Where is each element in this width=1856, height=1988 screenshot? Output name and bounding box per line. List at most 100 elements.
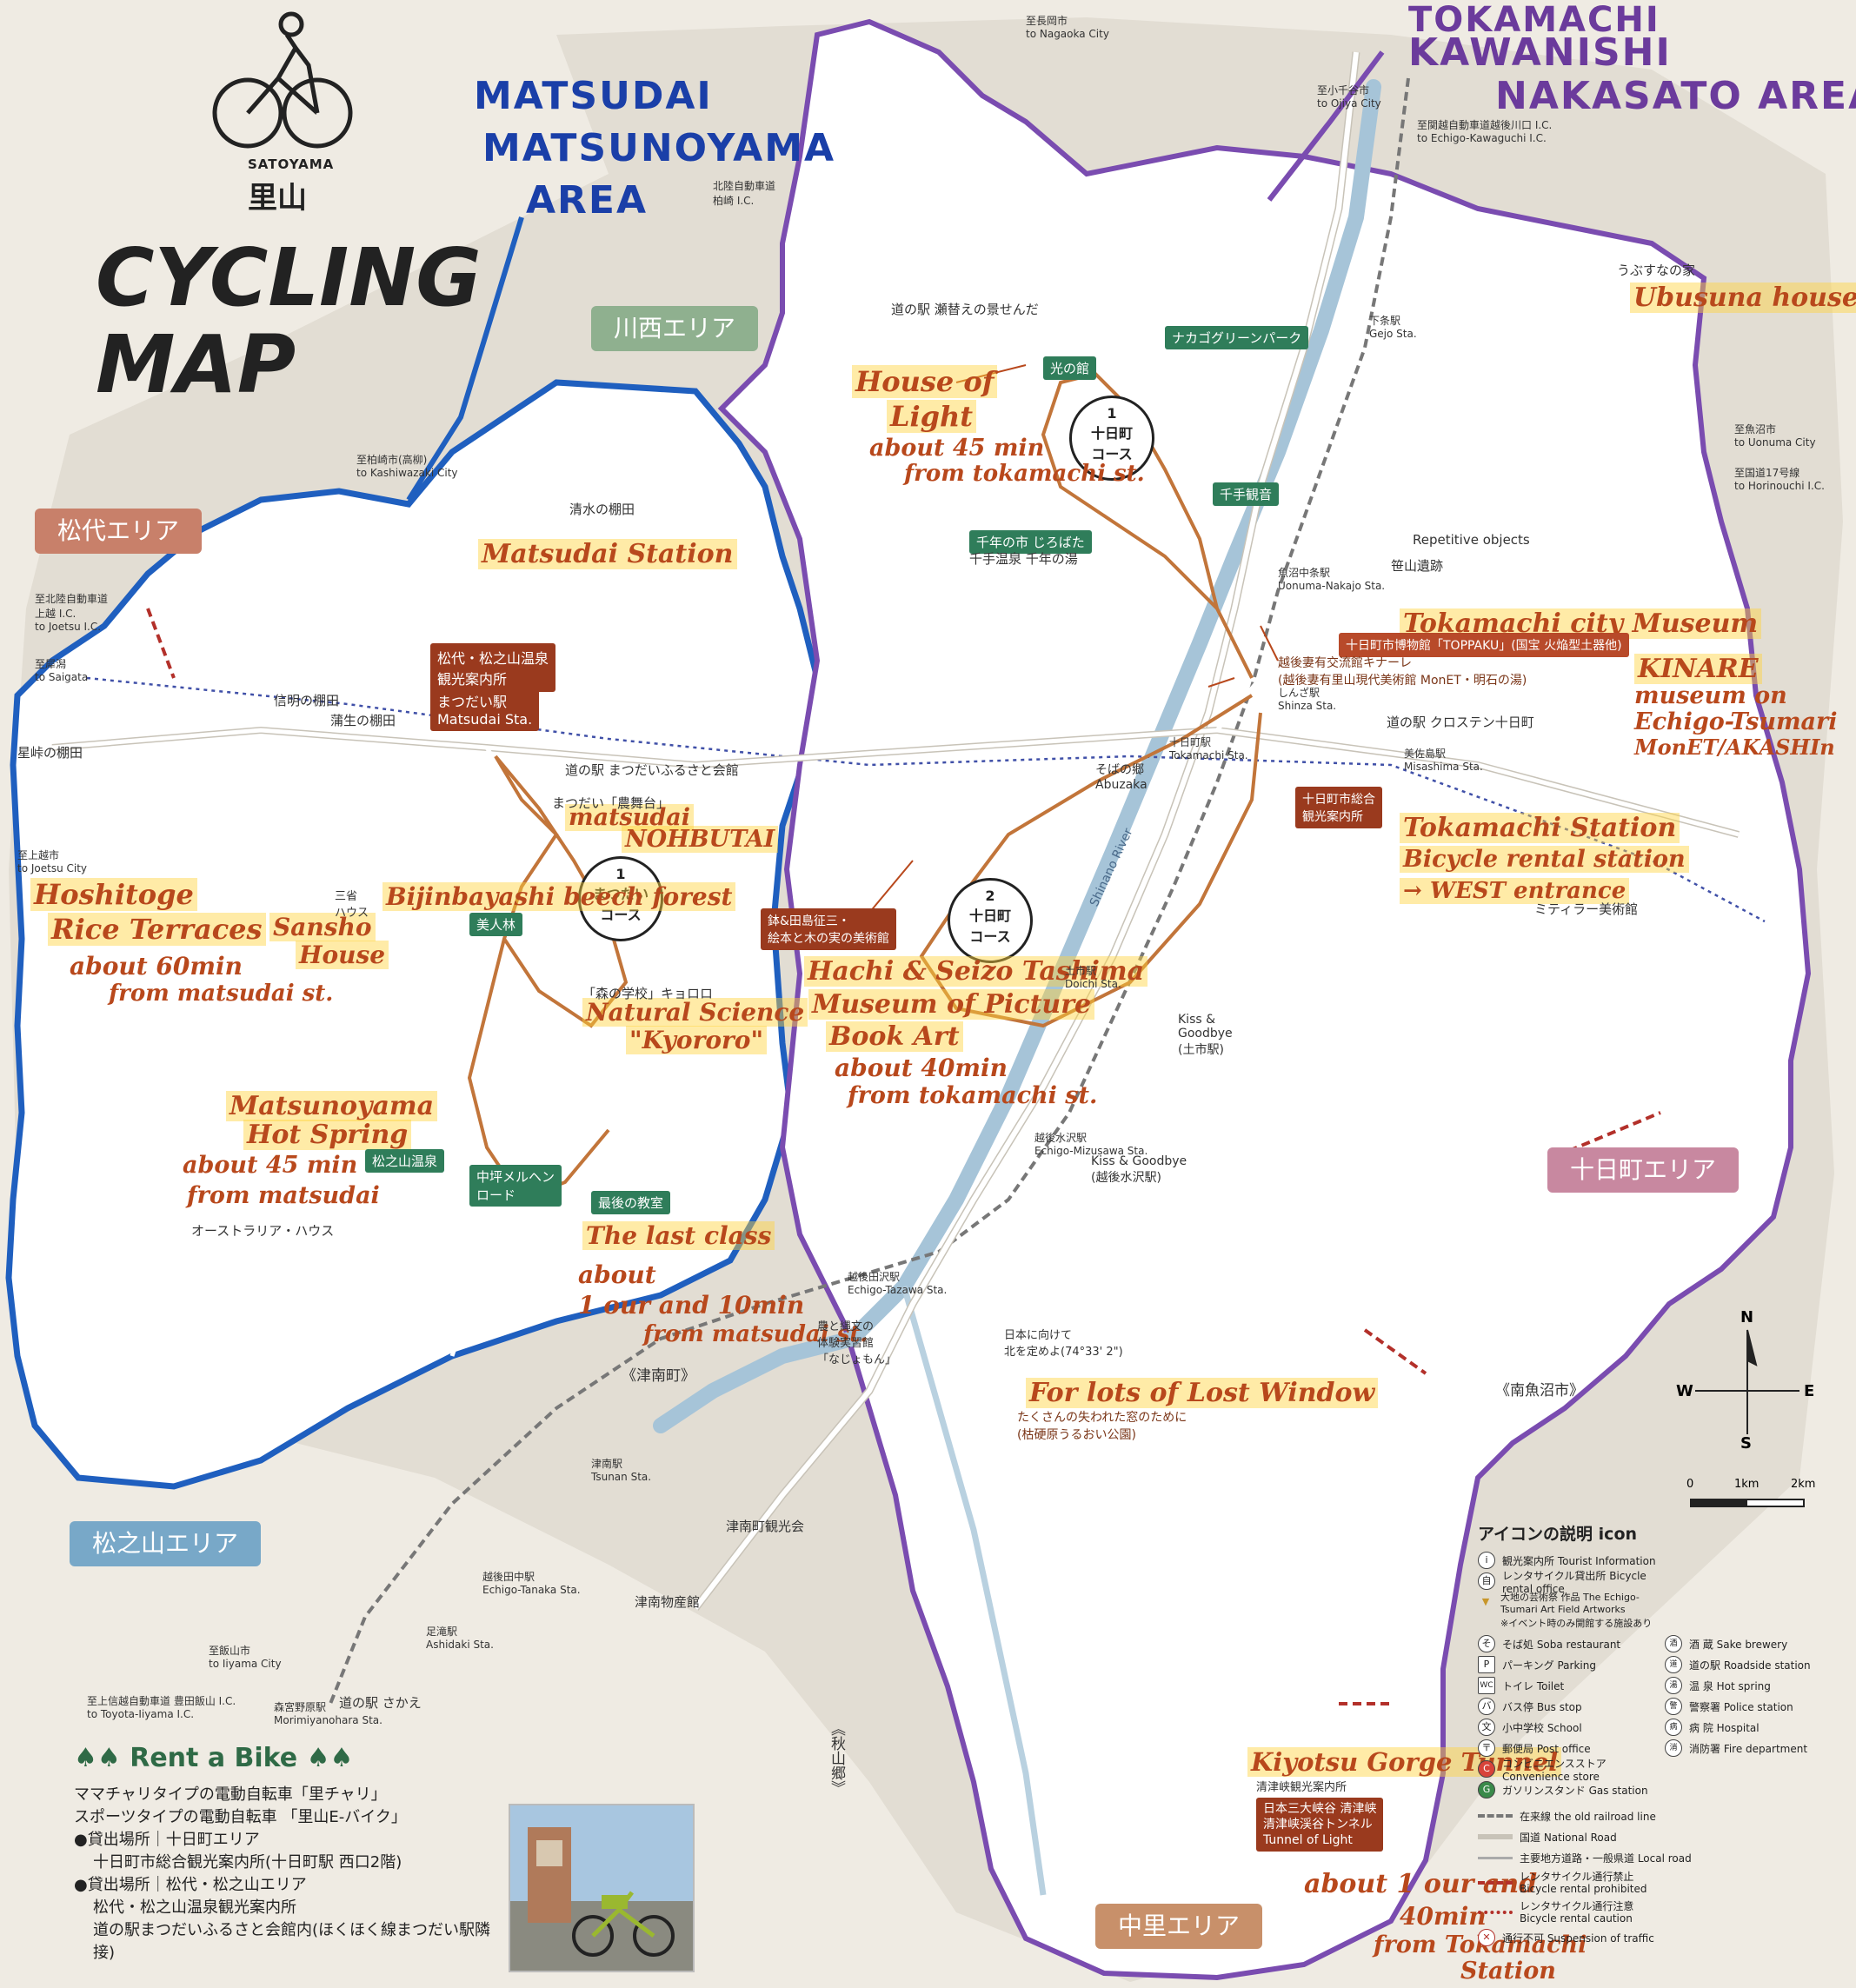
- legend-row: ※イベント時のみ開館する施設あり: [1478, 1612, 1665, 1633]
- kita-wo-sadameyo[interactable]: 日本に向けて 北を定めよ(74°33' 2"): [1004, 1329, 1123, 1359]
- legend-row: 自レンタサイクル貸出所 Bicycle rental office: [1478, 1570, 1665, 1595]
- national-road-253-fill: [51, 728, 1740, 837]
- shinmei-tanada[interactable]: 信明の棚田: [274, 693, 340, 708]
- note-last-time-2: 1 our and 10min: [578, 1291, 805, 1320]
- najomon[interactable]: 農と縄文の 体験実習館 「なじょもん」: [817, 1320, 897, 1366]
- matsunoyama-onsen-box[interactable]: 松之山温泉: [365, 1149, 445, 1173]
- scale-bar: [1690, 1499, 1805, 1507]
- matsudai-tourist-info[interactable]: 松代・松之山温泉 観光案内所: [430, 643, 556, 692]
- gejo-sta-label[interactable]: 下条駅 Gejo Sta.: [1369, 315, 1417, 340]
- banner-matsudai-area: 松代エリア: [35, 509, 203, 554]
- sennen-ichi-box[interactable]: 千年の市 じろばた: [969, 530, 1092, 554]
- info-icon: i: [1478, 1552, 1495, 1569]
- note-hoshitoge-from: from matsudai st.: [109, 981, 334, 1007]
- rainbow-road-box[interactable]: 中坪メルヘン ロード: [469, 1165, 562, 1207]
- echigo-tazawa-sta-label[interactable]: 越後田沢駅 Echigo-Tazawa Sta.: [848, 1271, 948, 1296]
- repetitive-objects[interactable]: Repetitive objects: [1413, 532, 1530, 548]
- national-road-sample: [1478, 1834, 1513, 1839]
- shimizu-tanada[interactable]: 清水の棚田: [569, 502, 635, 517]
- route-badge-matsudai-1[interactable]: 1 まつだい コース: [578, 856, 663, 941]
- abuzaka-soba[interactable]: そばの郷 Abuzaka: [1095, 763, 1148, 792]
- senju-onsen[interactable]: 千手温泉 千年の湯: [969, 551, 1078, 567]
- tsunan-bussan[interactable]: 津南物産館: [635, 1594, 701, 1610]
- echigo-mizusawa-sta-label[interactable]: 越後水沢駅 Echigo-Mizusawa Sta.: [1034, 1132, 1148, 1157]
- note-hachi-from: from tokamachi st.: [848, 1082, 1098, 1109]
- to-echigo-kawaguchi: 至関越自動車道越後川口 I.C. to Echigo-Kawaguchi I.C…: [1417, 119, 1553, 144]
- to-iiyama: 至飯山市 to Iiyama City: [209, 1645, 282, 1670]
- tsunan-kanko[interactable]: 津南町観光会: [726, 1519, 805, 1534]
- note-tokamachi-station: Tokamachi Station: [1400, 813, 1680, 843]
- senju-kannon-box[interactable]: 千手観音: [1213, 482, 1280, 506]
- sansho-house-jp[interactable]: 三省 ハウス: [335, 890, 369, 920]
- hospital-icon: 病: [1665, 1719, 1682, 1736]
- national-road-117-fill: [693, 51, 1359, 1610]
- nakago-green-box[interactable]: ナカゴグリーンパーク: [1165, 326, 1309, 349]
- kiyotsu-tourist-info[interactable]: 清津峡観光案内所: [1256, 1781, 1347, 1794]
- gamou-tanada[interactable]: 蒲生の棚田: [330, 713, 396, 728]
- legend-label: バス停 Bus stop: [1502, 1700, 1582, 1713]
- nohbutai-label[interactable]: まつだい「農舞台」: [552, 795, 670, 811]
- note-hot-from: from matsudai: [187, 1182, 380, 1209]
- museum-toppaku-box[interactable]: 十日町市博物館「TOPPAKU」(国宝 火焔型土器他): [1339, 633, 1629, 657]
- morimiya-sta-label[interactable]: 森宮野原駅 Morimiyanohara Sta.: [274, 1701, 383, 1726]
- doichi-sta-label[interactable]: 土市駅 Doichi Sta.: [1065, 965, 1121, 990]
- note-last-from: from matsudai st.: [643, 1321, 868, 1347]
- shinza-sta-label[interactable]: しんざ駅 Shinza Sta.: [1278, 687, 1337, 712]
- kiss-goodbye-doichi[interactable]: Kiss & Goodbye (土市駅): [1178, 1013, 1233, 1057]
- legend-label: パーキング Parking: [1502, 1659, 1596, 1672]
- legend-title: アイコンの説明 icon: [1478, 1525, 1638, 1544]
- michi-no-eki-sebumi[interactable]: 道の駅 瀬替えの景せんだ: [891, 302, 1039, 317]
- bijinbayashi-box[interactable]: 美人林: [469, 913, 523, 936]
- cyclist-logo-icon: [212, 11, 353, 149]
- legend-row: そそば処 Soba restaurant: [1478, 1633, 1665, 1654]
- convenience-store-icon: C: [1478, 1760, 1495, 1778]
- scale-0: 0: [1686, 1478, 1694, 1491]
- kurosuten-michi[interactable]: 道の駅 クロステン十日町: [1387, 715, 1534, 730]
- to-kashiwazaki: 至柏崎市(高柳) to Kashiwazaki City: [356, 454, 458, 479]
- legend-row: 消消防署 Fire department: [1665, 1738, 1839, 1759]
- note-hot-time: about 45 min: [183, 1152, 358, 1179]
- michi-no-eki-sakae[interactable]: 道の駅 さかえ: [339, 1695, 422, 1711]
- legend-label: 小中学校 School: [1502, 1721, 1582, 1734]
- last-class-box[interactable]: 最後の教室: [591, 1191, 671, 1214]
- hikari-yakata-box[interactable]: 光の館: [1043, 356, 1097, 380]
- hoshitoge-tanada[interactable]: 星峠の棚田: [17, 745, 83, 761]
- tokamachi-tourist-info[interactable]: 十日町市総合 観光案内所: [1295, 787, 1382, 828]
- route-badge-tokamachi-1[interactable]: 1 十日町 コース: [1069, 396, 1154, 481]
- title-main: CYCLING MAP: [96, 231, 482, 411]
- legend-row: レンタサイクル通行禁止 Bicycle rental prohibited: [1478, 1868, 1843, 1898]
- legend-label: 病 院 Hospital: [1689, 1721, 1760, 1734]
- bicycle-rental-icon: 自: [1478, 1572, 1495, 1590]
- legend-label: 通行不可 Suspension of traffic: [1502, 1931, 1654, 1945]
- mithila-museum[interactable]: ミティラー美術館: [1534, 901, 1639, 917]
- tokamachi-sta-label[interactable]: 十日町駅 Tokamachi Sta.: [1169, 736, 1248, 761]
- compass-s: S: [1740, 1434, 1752, 1453]
- scale-1km: 1km: [1734, 1478, 1760, 1491]
- tsunan-sta-label[interactable]: 津南駅 Tsunan Sta.: [591, 1458, 652, 1483]
- misashima-sta-label[interactable]: 美佐島駅 Misashima Sta.: [1404, 748, 1483, 773]
- rent-heading: ♠♠ Rent a Bike ♠♠: [74, 1743, 491, 1773]
- uonuma-nakajo-sta-label[interactable]: 魚沼中条駅 Uonuma-Nakajo Sta.: [1278, 567, 1386, 592]
- kiss-goodbye-mizusawa[interactable]: Kiss & Goodbye (越後水沢駅): [1091, 1154, 1187, 1185]
- matsudai-station-box[interactable]: まつだい駅 Matsudai Sta.: [430, 687, 540, 731]
- sasayama-site[interactable]: 笹山遺跡: [1391, 558, 1444, 574]
- legend-label: トイレ Toilet: [1502, 1679, 1565, 1692]
- matsudai-michi-no-eki[interactable]: 道の駅 まつだいふるさと会館: [565, 762, 739, 778]
- route-badge-tokamachi-2[interactable]: 2 十日町 コース: [948, 878, 1033, 963]
- ashidaki-sta-label[interactable]: 足滝駅 Ashidaki Sta.: [426, 1626, 494, 1651]
- australia-house[interactable]: オーストラリア・ハウス: [191, 1223, 335, 1239]
- legend-row: 道道の駅 Roadside station: [1665, 1654, 1839, 1675]
- nakatsu-river: [901, 1286, 1047, 1896]
- kinare-jp: 越後妻有交流館キナーレ (越後妻有里山現代美術館 MonET・明石の湯): [1278, 656, 1527, 688]
- kyororo-label[interactable]: 「森の学校」キョロロ: [582, 986, 714, 1001]
- ubusuna-jp[interactable]: うぶすなの家: [1617, 263, 1696, 278]
- note-bicycle-rental: Bicycle rental station: [1400, 846, 1689, 873]
- echigo-tanaka-sta-label[interactable]: 越後田中駅 Echigo-Tanaka Sta.: [482, 1571, 581, 1596]
- note-natural-science: Natural Science: [582, 998, 808, 1027]
- cycle-route-tokamachi-2: [919, 694, 1262, 1028]
- hachi-museum-box[interactable]: 鉢&田島征三・ 絵本と木の実の美術館: [761, 908, 896, 950]
- kiyotsu-gorge-box[interactable]: 日本三大峡谷 清津峡 清津峡渓谷トンネル Tunnel of Light: [1256, 1798, 1384, 1852]
